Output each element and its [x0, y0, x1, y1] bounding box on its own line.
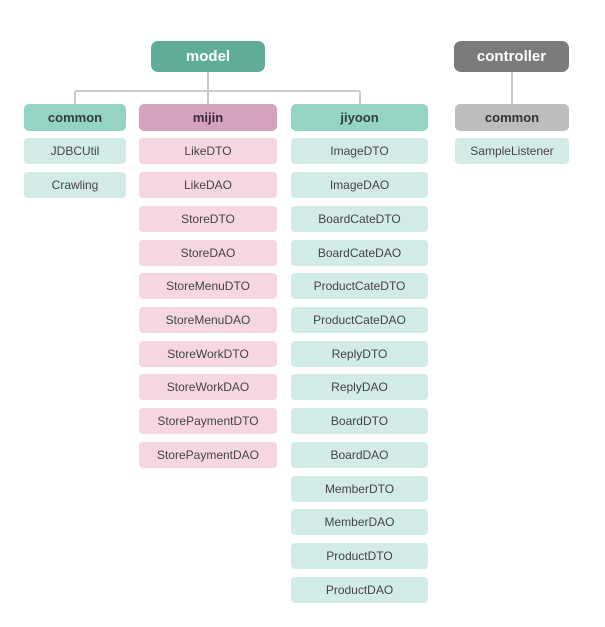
class-storepaymentdao: StorePaymentDAO [139, 442, 277, 468]
class-productcatedto: ProductCateDTO [291, 273, 428, 299]
class-storepaymentdto: StorePaymentDTO [139, 408, 277, 434]
class-storeworkdto: StoreWorkDTO [139, 341, 277, 367]
jiyoon-package: jiyoon [291, 104, 428, 131]
model-common-package: common [24, 104, 126, 131]
class-productdto: ProductDTO [291, 543, 428, 569]
class-likedto: LikeDTO [139, 138, 277, 164]
class-storedao: StoreDAO [139, 240, 277, 266]
class-likedao: LikeDAO [139, 172, 277, 198]
controller-node: controller [454, 41, 569, 72]
class-imagedao: ImageDAO [291, 172, 428, 198]
class-memberdto: MemberDTO [291, 476, 428, 502]
class-imagedto: ImageDTO [291, 138, 428, 164]
class-samplelistener: SampleListener [455, 138, 569, 164]
class-storemenudao: StoreMenuDAO [139, 307, 277, 333]
class-storedto: StoreDTO [139, 206, 277, 232]
class-boardcatedao: BoardCateDAO [291, 240, 428, 266]
mijin-package: mijin [139, 104, 277, 131]
class-storeworkdao: StoreWorkDAO [139, 374, 277, 400]
class-replydto: ReplyDTO [291, 341, 428, 367]
class-boarddto: BoardDTO [291, 408, 428, 434]
class-memberdao: MemberDAO [291, 509, 428, 535]
class-productcatedao: ProductCateDAO [291, 307, 428, 333]
class-crawling: Crawling [24, 172, 126, 198]
class-boarddao: BoardDAO [291, 442, 428, 468]
model-node: model [151, 41, 265, 72]
class-storemenudto: StoreMenuDTO [139, 273, 277, 299]
class-jdbcutil: JDBCUtil [24, 138, 126, 164]
class-replydao: ReplyDAO [291, 374, 428, 400]
controller-common-package: common [455, 104, 569, 131]
class-productdao: ProductDAO [291, 577, 428, 603]
class-boardcatedto: BoardCateDTO [291, 206, 428, 232]
